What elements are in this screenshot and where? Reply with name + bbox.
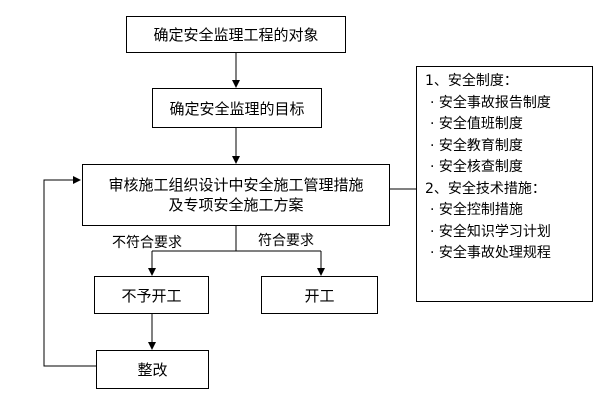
side-heading-safety-system: 1、安全制度： — [425, 73, 518, 89]
step-review-plan-line2: 及专项安全施工方案 — [168, 196, 304, 214]
step-start: 开工 — [261, 276, 378, 314]
feedback-loop — [43, 176, 96, 367]
side-item: · 安全事故处理规程 — [430, 245, 551, 261]
label-compliant: 符合要求 — [258, 233, 314, 249]
step-no-start: 不予开工 — [94, 276, 209, 314]
step-no-start-label: 不予开工 — [121, 286, 182, 305]
side-item: · 安全核查制度 — [430, 159, 523, 175]
side-item: · 安全知识学习计划 — [430, 223, 551, 240]
step-determine-object-label: 确定安全监理工程的对象 — [153, 26, 319, 44]
step-determine-object: 确定安全监理工程的对象 — [126, 16, 346, 53]
step-determine-goal: 确定安全监理的目标 — [152, 88, 322, 128]
side-panel-measures: 1、安全制度： · 安全事故报告制度 · 安全值班制度 · 安全教育制度 · 安… — [416, 66, 593, 302]
step-rectify-label: 整改 — [137, 361, 168, 379]
step-start-label: 开工 — [304, 286, 335, 305]
step-rectify: 整改 — [96, 350, 209, 389]
side-item: · 安全控制措施 — [430, 202, 523, 218]
step-review-plan: 审核施工组织设计中安全施工管理措施 及专项安全施工方案 — [82, 164, 390, 226]
side-item: · 安全值班制度 — [430, 116, 523, 132]
step-determine-goal-label: 确定安全监理的目标 — [169, 99, 305, 118]
step-review-plan-line1: 审核施工组织设计中安全施工管理措施 — [108, 176, 364, 194]
label-not-compliant: 不符合要求 — [112, 235, 182, 251]
side-item: · 安全事故报告制度 — [430, 94, 551, 111]
side-heading-technical-measures: 2、安全技术措施： — [425, 180, 546, 197]
side-item: · 安全教育制度 — [430, 137, 523, 154]
